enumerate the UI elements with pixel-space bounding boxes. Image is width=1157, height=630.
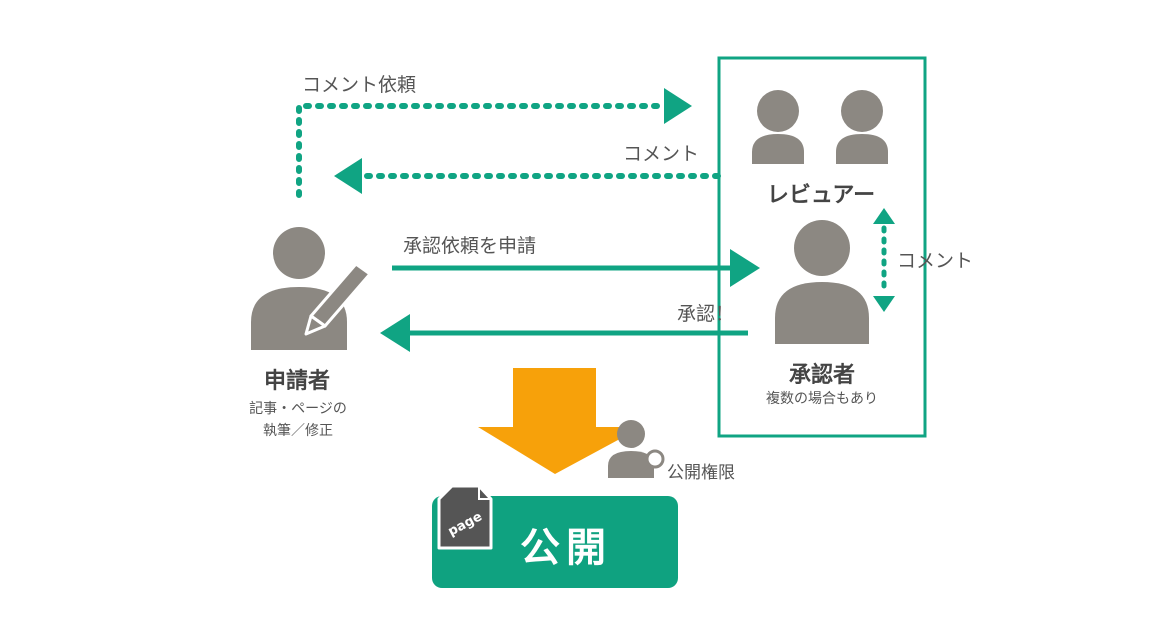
approval-request-arrowhead bbox=[730, 249, 760, 287]
publish-permission-label: 公開権限 bbox=[667, 463, 735, 483]
applicant-person-icon bbox=[251, 227, 347, 350]
page-document-icon: page bbox=[437, 484, 493, 550]
publish-box bbox=[432, 496, 678, 588]
reviewer-approver-arrowhead-up bbox=[873, 208, 895, 224]
reviewer-approver-arrowhead-down bbox=[873, 296, 895, 312]
approved-label: 承認！ bbox=[677, 303, 734, 325]
reviewer-approver-comment-label: コメント bbox=[897, 250, 973, 272]
reviewer-person-icon bbox=[836, 90, 888, 164]
reviewer-approver-frame bbox=[717, 56, 927, 438]
reviewer-person-icon bbox=[752, 90, 804, 164]
comment-reply-arrowhead bbox=[334, 158, 362, 194]
publish-label: 公開 bbox=[520, 525, 612, 571]
comment-request-label: コメント依頼 bbox=[302, 74, 416, 96]
applicant-desc-line1: 記事・ページの bbox=[249, 400, 347, 417]
publish-down-arrow bbox=[478, 368, 642, 474]
approver-title: 承認者 bbox=[789, 362, 855, 388]
applicant-desc-line2: 執筆／修正 bbox=[263, 423, 333, 439]
key-icon bbox=[636, 449, 665, 478]
comment-request-arrow-line bbox=[296, 103, 668, 198]
comment-reply-label: コメント bbox=[623, 143, 699, 165]
pencil-icon bbox=[304, 262, 372, 336]
approval-request-label: 承認依頼を申請 bbox=[403, 235, 536, 257]
reviewer-title: レビュアー bbox=[767, 183, 875, 208]
approver-desc: 複数の場合もあり bbox=[766, 390, 878, 407]
comment-request-arrowhead bbox=[664, 88, 692, 124]
approved-arrowhead bbox=[380, 314, 410, 352]
approver-person-icon bbox=[775, 220, 869, 344]
applicant-title: 申請者 bbox=[264, 368, 330, 394]
